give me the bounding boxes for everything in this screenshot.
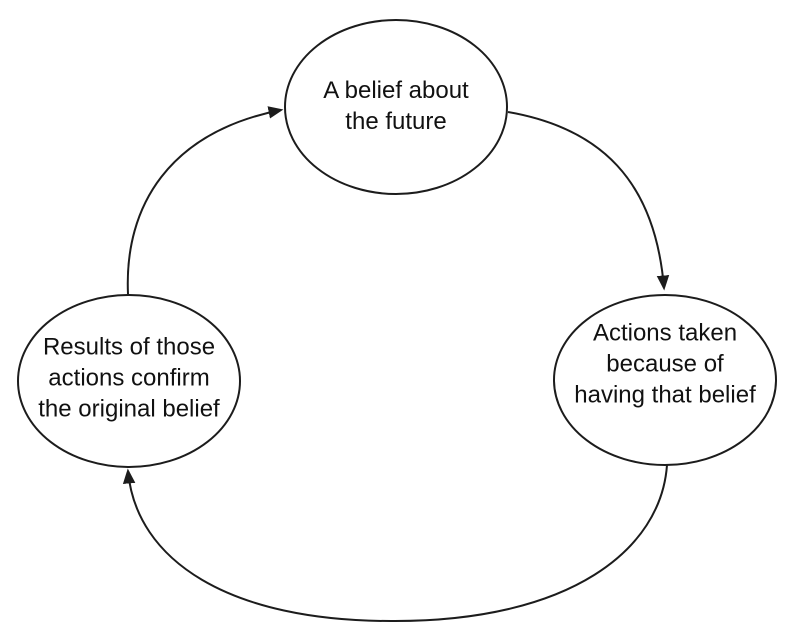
edge-results-to-belief bbox=[126, 106, 284, 295]
node-ellipse-belief bbox=[284, 19, 508, 195]
edge-belief-to-actions bbox=[507, 111, 670, 291]
edge-actions-to-results bbox=[122, 464, 668, 623]
node-ellipse-results bbox=[17, 294, 241, 468]
node-ellipse-actions bbox=[553, 294, 777, 466]
